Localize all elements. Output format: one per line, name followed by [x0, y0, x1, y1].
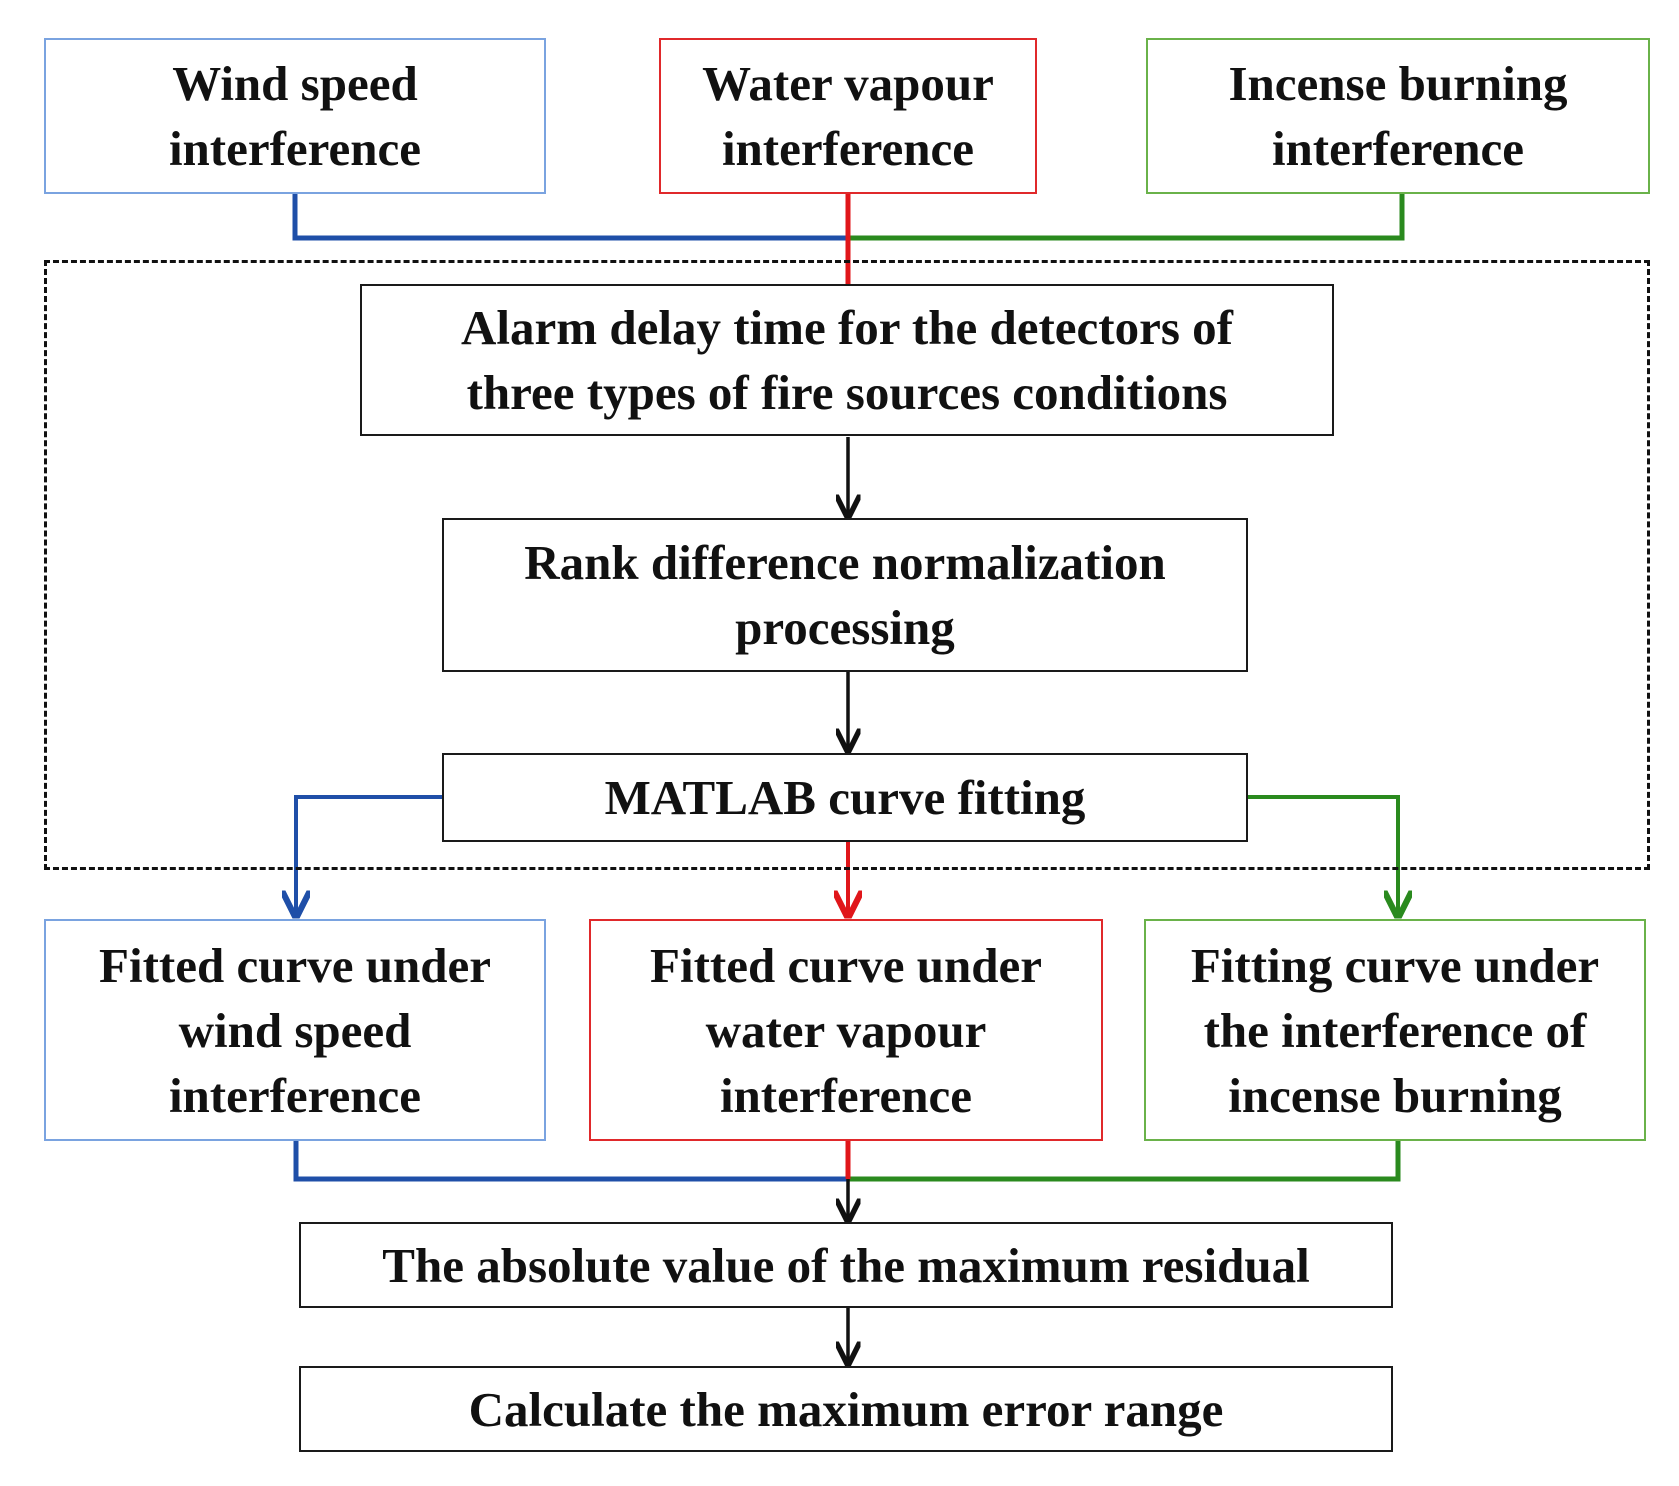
node-water-label: Water vapour interference: [702, 56, 994, 176]
node-wind-label: Wind speed interference: [168, 56, 422, 176]
node-fit-wind-label: Fitted curve under wind speed interferen…: [99, 937, 491, 1123]
node-fitted-curve-water: Fitted curve under water vapour interfer…: [589, 919, 1103, 1141]
edge-fit-wind-to-residual: [293, 1140, 848, 1182]
node-rank-difference-normalization: Rank difference normalization processing: [442, 518, 1248, 672]
node-fitted-curve-wind: Fitted curve under wind speed interferen…: [44, 919, 546, 1141]
node-rank-label: Rank difference normalization processing: [524, 535, 1166, 655]
edge-fit-incense-to-residual: [848, 1140, 1401, 1182]
node-water-vapour-interference: Water vapour interference: [659, 38, 1037, 194]
node-maximum-error-range: Calculate the maximum error range: [299, 1366, 1393, 1452]
node-maximum-residual: The absolute value of the maximum residu…: [299, 1222, 1393, 1308]
node-alarm-delay-time: Alarm delay time for the detectors of th…: [360, 284, 1334, 436]
node-matlab-label: MATLAB curve fitting: [604, 770, 1086, 825]
edge-matlab-to-fit-incense: [1248, 795, 1398, 913]
node-wind-speed-interference: Wind speed interference: [44, 38, 546, 194]
processing-group-outline: [44, 260, 1650, 870]
node-fitting-curve-incense: Fitting curve under the interference of …: [1144, 919, 1646, 1141]
edge-incense-to-alarm: [848, 192, 1405, 241]
node-matlab-curve-fitting: MATLAB curve fitting: [442, 753, 1248, 842]
node-fit-incense-label: Fitting curve under the interference of …: [1190, 937, 1600, 1123]
node-residual-label: The absolute value of the maximum residu…: [382, 1237, 1310, 1293]
edge-wind-to-alarm: [292, 192, 848, 241]
node-fit-water-label: Fitted curve under water vapour interfer…: [650, 937, 1042, 1123]
node-incense-burning-interference: Incense burning interference: [1146, 38, 1650, 194]
node-incense-label: Incense burning interference: [1228, 56, 1568, 176]
edge-matlab-to-fit-wind: [296, 795, 443, 913]
node-alarm-label: Alarm delay time for the detectors of th…: [461, 300, 1233, 420]
node-error-label: Calculate the maximum error range: [468, 1381, 1224, 1437]
